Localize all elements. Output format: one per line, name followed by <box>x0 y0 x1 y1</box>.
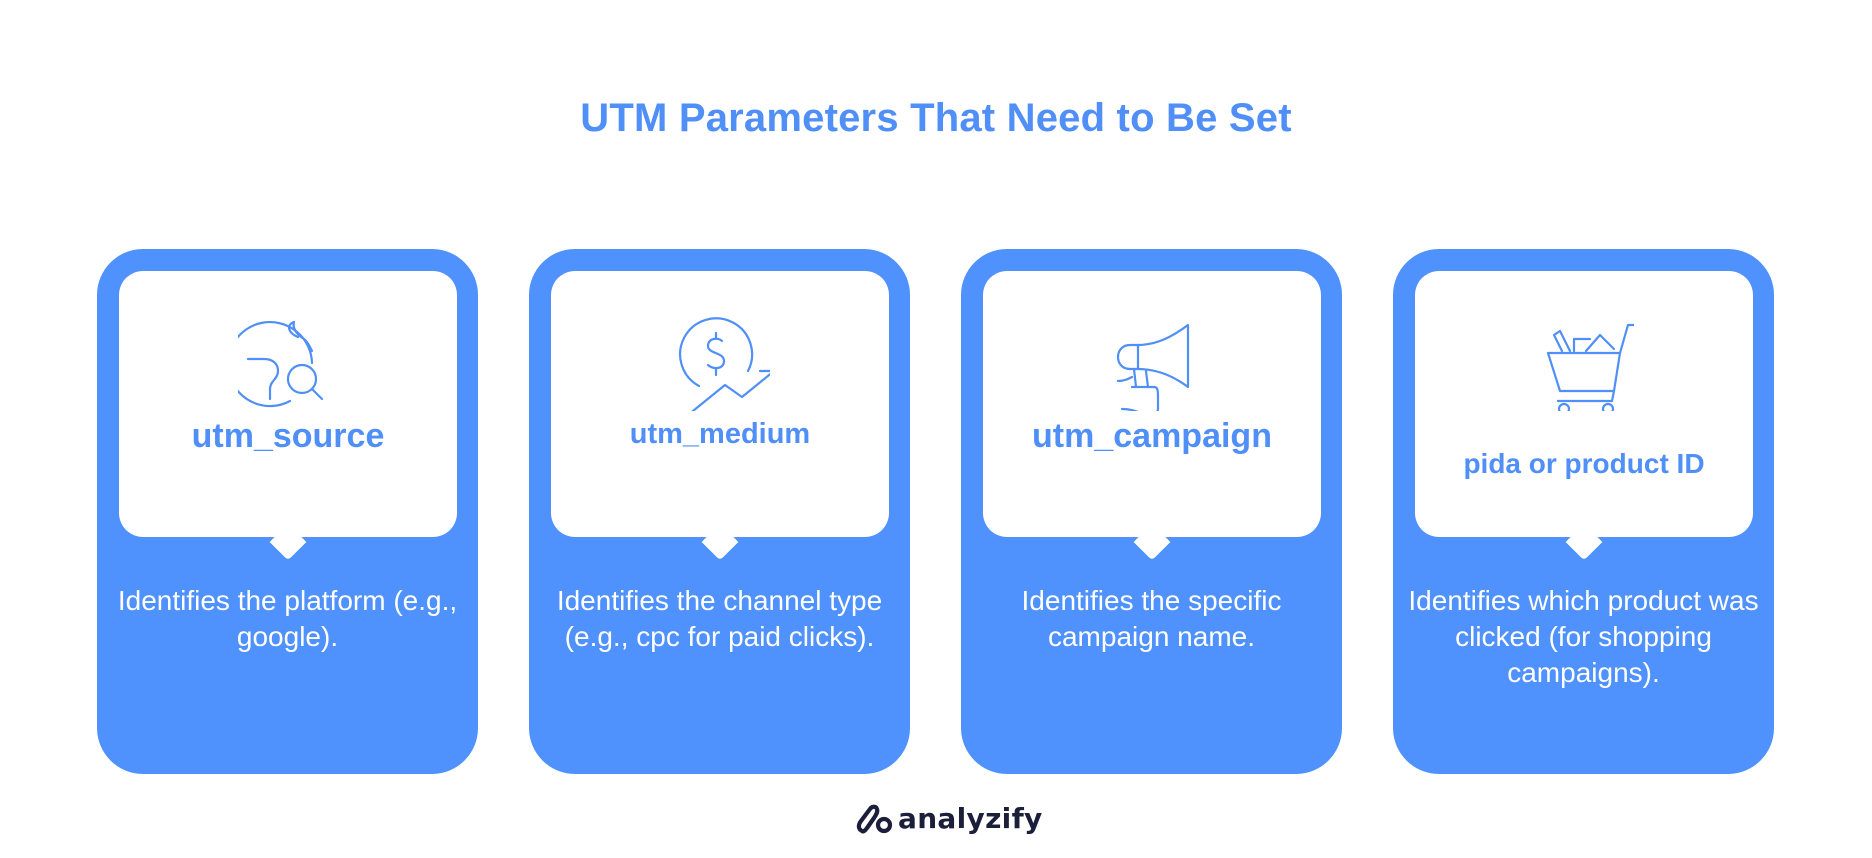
megaphone-icon <box>1102 311 1202 411</box>
page-title: UTM Parameters That Need to Be Set <box>580 96 1292 140</box>
parameter-name: utm_medium <box>629 418 811 450</box>
parameter-description: Identifies the specific campaign name. <box>1021 585 1282 652</box>
parameter-name: utm_source <box>191 417 385 455</box>
card-utm-medium: utm_medium Identifies the channel type (… <box>529 249 910 774</box>
dollar-growth-icon <box>670 311 770 411</box>
card-utm-source: utm_source Identifies the platform (e.g.… <box>97 249 478 774</box>
shopping-cart-icon <box>1534 311 1634 411</box>
card-header-box: utm_source <box>119 271 457 537</box>
parameter-description: Identifies which product was clicked (fo… <box>1408 585 1759 688</box>
parameter-description: Identifies the channel type (e.g., cpc f… <box>556 585 883 652</box>
parameter-name: pida or product ID <box>1463 448 1705 479</box>
card-product-id: pida or product ID Identifies which prod… <box>1393 249 1774 774</box>
card-header-box: utm_medium <box>551 271 889 537</box>
card-utm-campaign: utm_campaign Identifies the specific cam… <box>961 249 1342 774</box>
analyzify-logo-text: analyzify <box>898 802 1043 835</box>
card-header-box: pida or product ID <box>1415 271 1753 537</box>
analyzify-logo: analyzify <box>856 802 1043 836</box>
analyzify-logo-mark-icon <box>856 804 893 834</box>
globe-search-icon <box>238 311 338 411</box>
parameter-description: Identifies the platform (e.g., google). <box>117 585 458 652</box>
card-header-box: utm_campaign <box>983 271 1321 537</box>
parameter-name: utm_campaign <box>1032 417 1272 455</box>
